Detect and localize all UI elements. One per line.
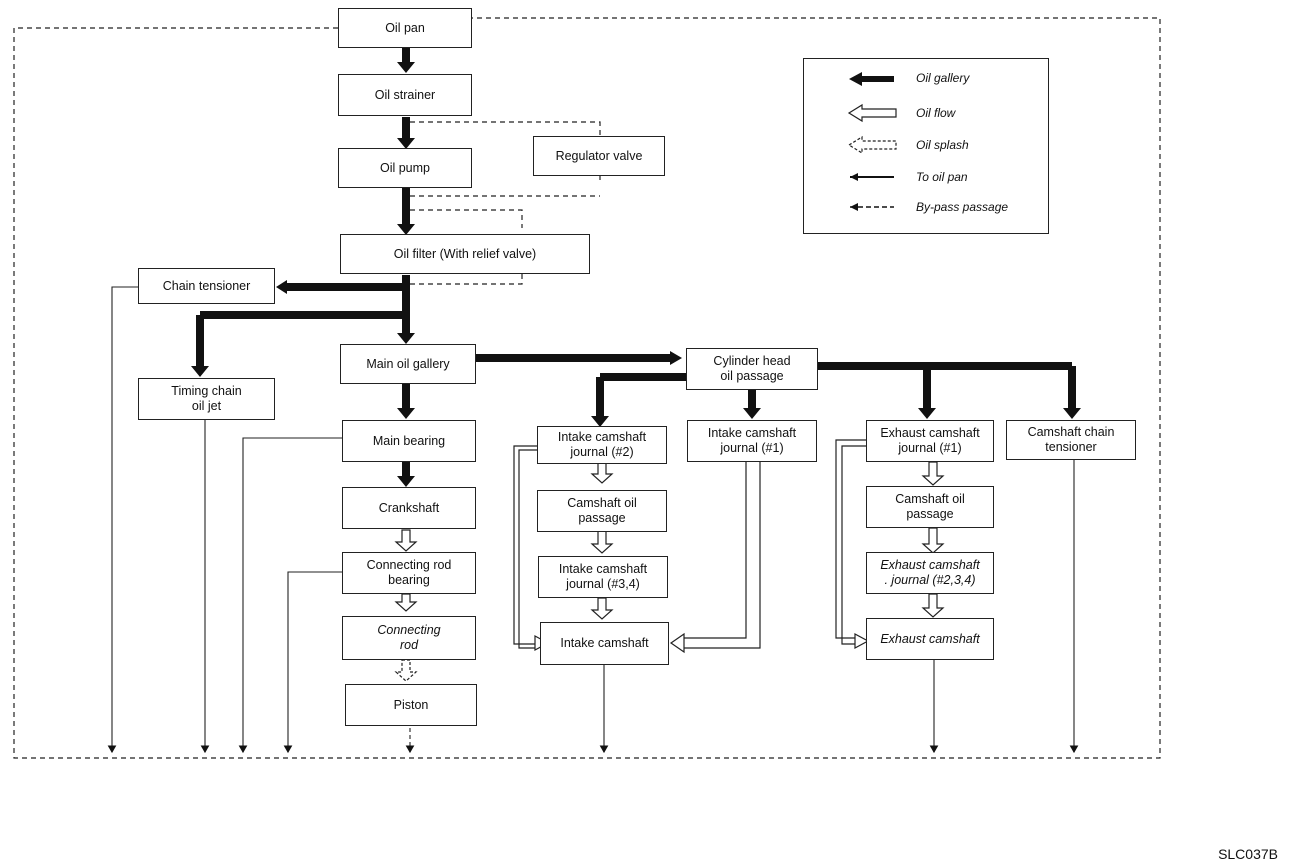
legend-bypass-passage-label: By-pass passage bbox=[916, 200, 1009, 214]
piston-label: Piston bbox=[393, 697, 429, 712]
legend-symbols bbox=[847, 72, 897, 211]
cylinder-head-oil-passage-label: Cylinder head oil passage bbox=[713, 354, 791, 383]
timing-chain-oil-jet-label: Timing chain oil jet bbox=[171, 384, 242, 413]
oil-pan-box: Oil pan bbox=[338, 8, 472, 48]
exhaust-camshaft-box: Exhaust camshaft bbox=[866, 618, 994, 660]
connecting-rod-box: Connecting rod bbox=[342, 616, 476, 660]
oil-pump-label: Oil pump bbox=[379, 160, 431, 175]
camshaft-oil-passage-exhaust-label: Camshaft oil passage bbox=[895, 492, 965, 521]
connecting-rod-label: Connecting rod bbox=[377, 623, 441, 652]
legend-to-oil-pan-label: To oil pan bbox=[916, 170, 968, 184]
cylinder-head-oil-passage-box: Cylinder head oil passage bbox=[686, 348, 818, 390]
timing-chain-oil-jet-box: Timing chain oil jet bbox=[138, 378, 275, 420]
exhaust-camshaft-label: Exhaust camshaft bbox=[880, 631, 980, 646]
crankshaft-label: Crankshaft bbox=[378, 500, 440, 515]
intake-side-hollow-heads bbox=[534, 632, 870, 654]
intake-camshaft-journal-1-box: Intake camshaft journal (#1) bbox=[687, 420, 817, 462]
camshaft-oil-passage-intake-label: Camshaft oil passage bbox=[567, 496, 637, 525]
legend-oil-splash-label: Oil splash bbox=[916, 138, 969, 152]
intake-camshaft-box: Intake camshaft bbox=[540, 622, 669, 665]
oil-filter-label: Oil filter (With relief valve) bbox=[393, 246, 537, 261]
chain-tensioner-label: Chain tensioner bbox=[162, 278, 251, 293]
intake-camshaft-journal-2-box: Intake camshaft journal (#2) bbox=[537, 426, 667, 464]
intake-camshaft-journal-34-label: Intake camshaft journal (#3,4) bbox=[558, 562, 648, 591]
legend: Oil gallery Oil flow Oil splash To oil p… bbox=[803, 58, 1049, 234]
intake-camshaft-journal-2-label: Intake camshaft journal (#2) bbox=[557, 430, 647, 459]
oil-pan-label: Oil pan bbox=[385, 20, 425, 35]
to-oil-pan-lines bbox=[107, 286, 1079, 754]
exhaust-camshaft-journal-1-label: Exhaust camshaft journal (#1) bbox=[880, 426, 980, 455]
exhaust-camshaft-journal-1-box: Exhaust camshaft journal (#1) bbox=[866, 420, 994, 462]
oil-gallery-arrows bbox=[196, 47, 1076, 478]
connecting-rod-bearing-box: Connecting rod bearing bbox=[342, 552, 476, 594]
legend-oil-flow-label: Oil flow bbox=[916, 106, 956, 120]
return-to-oil-pan-loop bbox=[13, 17, 1161, 759]
intake-camshaft-journal-34-box: Intake camshaft journal (#3,4) bbox=[538, 556, 668, 598]
main-oil-gallery-box: Main oil gallery bbox=[340, 344, 476, 384]
intake-camshaft-label: Intake camshaft bbox=[560, 636, 649, 650]
camshaft-chain-tensioner-label: Camshaft chain tensioner bbox=[1027, 425, 1115, 454]
intake-camshaft-journal-1-label: Intake camshaft journal (#1) bbox=[707, 426, 797, 455]
main-bearing-box: Main bearing bbox=[342, 420, 476, 462]
regulator-valve-box: Regulator valve bbox=[533, 136, 665, 176]
oil-filter-box: Oil filter (With relief valve) bbox=[340, 234, 590, 274]
oil-strainer-box: Oil strainer bbox=[338, 74, 472, 116]
regulator-valve-label: Regulator valve bbox=[555, 148, 643, 163]
camshaft-chain-tensioner-box: Camshaft chain tensioner bbox=[1006, 420, 1136, 460]
exhaust-camshaft-journal-234-box: Exhaust camshaft . journal (#2,3,4) bbox=[866, 552, 994, 594]
oil-gallery-arrowheads bbox=[191, 62, 1081, 487]
exhaust-camshaft-journal-234-label: Exhaust camshaft . journal (#2,3,4) bbox=[880, 558, 980, 587]
piston-box: Piston bbox=[345, 684, 477, 726]
oil-strainer-label: Oil strainer bbox=[374, 87, 436, 102]
connecting-rod-bearing-label: Connecting rod bearing bbox=[366, 558, 452, 587]
legend-oil-gallery-label: Oil gallery bbox=[916, 71, 970, 85]
main-bearing-label: Main bearing bbox=[372, 433, 446, 448]
chain-tensioner-box: Chain tensioner bbox=[138, 268, 275, 304]
oil-splash-arrow bbox=[394, 659, 418, 682]
figure-code: SLC037B bbox=[1218, 846, 1278, 862]
camshaft-oil-passage-intake-box: Camshaft oil passage bbox=[537, 490, 667, 532]
oil-flow-arrows bbox=[394, 461, 945, 620]
crankshaft-box: Crankshaft bbox=[342, 487, 476, 529]
camshaft-oil-passage-exhaust-box: Camshaft oil passage bbox=[866, 486, 994, 528]
intake-side-flow-lines bbox=[513, 439, 866, 649]
oil-pump-box: Oil pump bbox=[338, 148, 472, 188]
main-oil-gallery-label: Main oil gallery bbox=[366, 356, 450, 371]
